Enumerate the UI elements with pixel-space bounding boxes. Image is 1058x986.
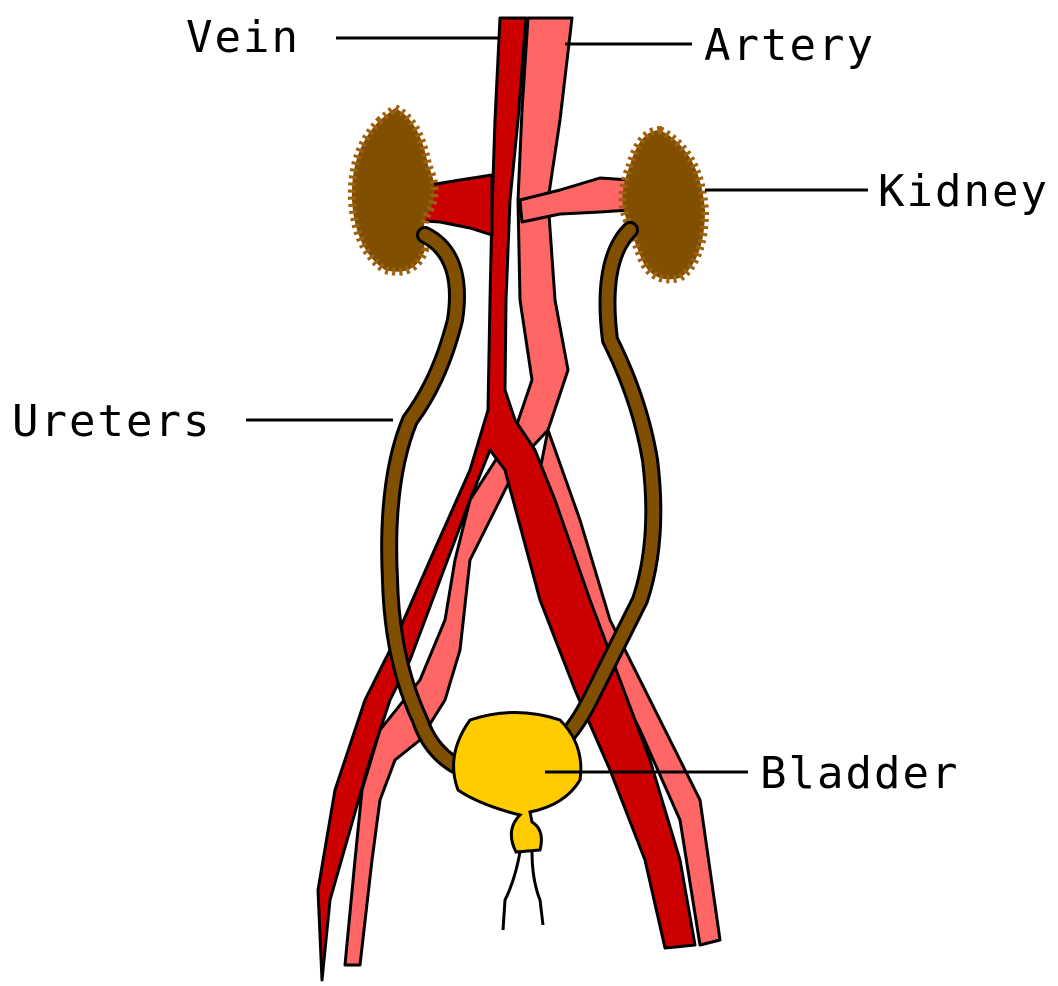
- label-artery: Artery: [704, 24, 875, 68]
- artery-iliac-right: [540, 430, 720, 945]
- label-bladder: Bladder: [760, 752, 959, 796]
- label-ureters: Ureters: [12, 400, 211, 444]
- label-vein: Vein: [186, 16, 300, 60]
- bladder: [454, 713, 581, 931]
- label-kidney: Kidney: [878, 170, 1049, 214]
- bladder-organ: [454, 713, 581, 853]
- urethra: [503, 852, 543, 930]
- kidney-left-organ: [352, 108, 435, 272]
- kidney-right-organ: [622, 130, 705, 279]
